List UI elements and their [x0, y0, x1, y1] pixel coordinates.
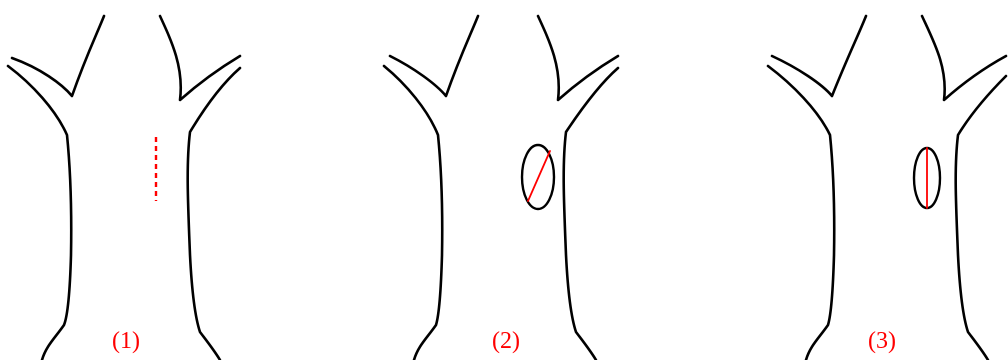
trunk-3-left-outline [768, 16, 866, 360]
trunk-1-left-outline [8, 16, 104, 360]
panel-label-3: (3) [868, 327, 896, 355]
tree-trunk-3 [768, 16, 1006, 360]
tree-trunk-1 [8, 16, 240, 360]
panel-label-2: (2) [492, 327, 520, 355]
trunk-2-right-outline [538, 16, 618, 360]
trunk-1-right-outline [160, 16, 240, 360]
trunk-3-right-outline [922, 16, 1006, 360]
diagonal-cut-line [528, 151, 550, 201]
panel-label-1: (1) [112, 327, 140, 355]
trunk-2-left-outline [384, 16, 478, 360]
tree-trunk-2 [384, 16, 618, 360]
